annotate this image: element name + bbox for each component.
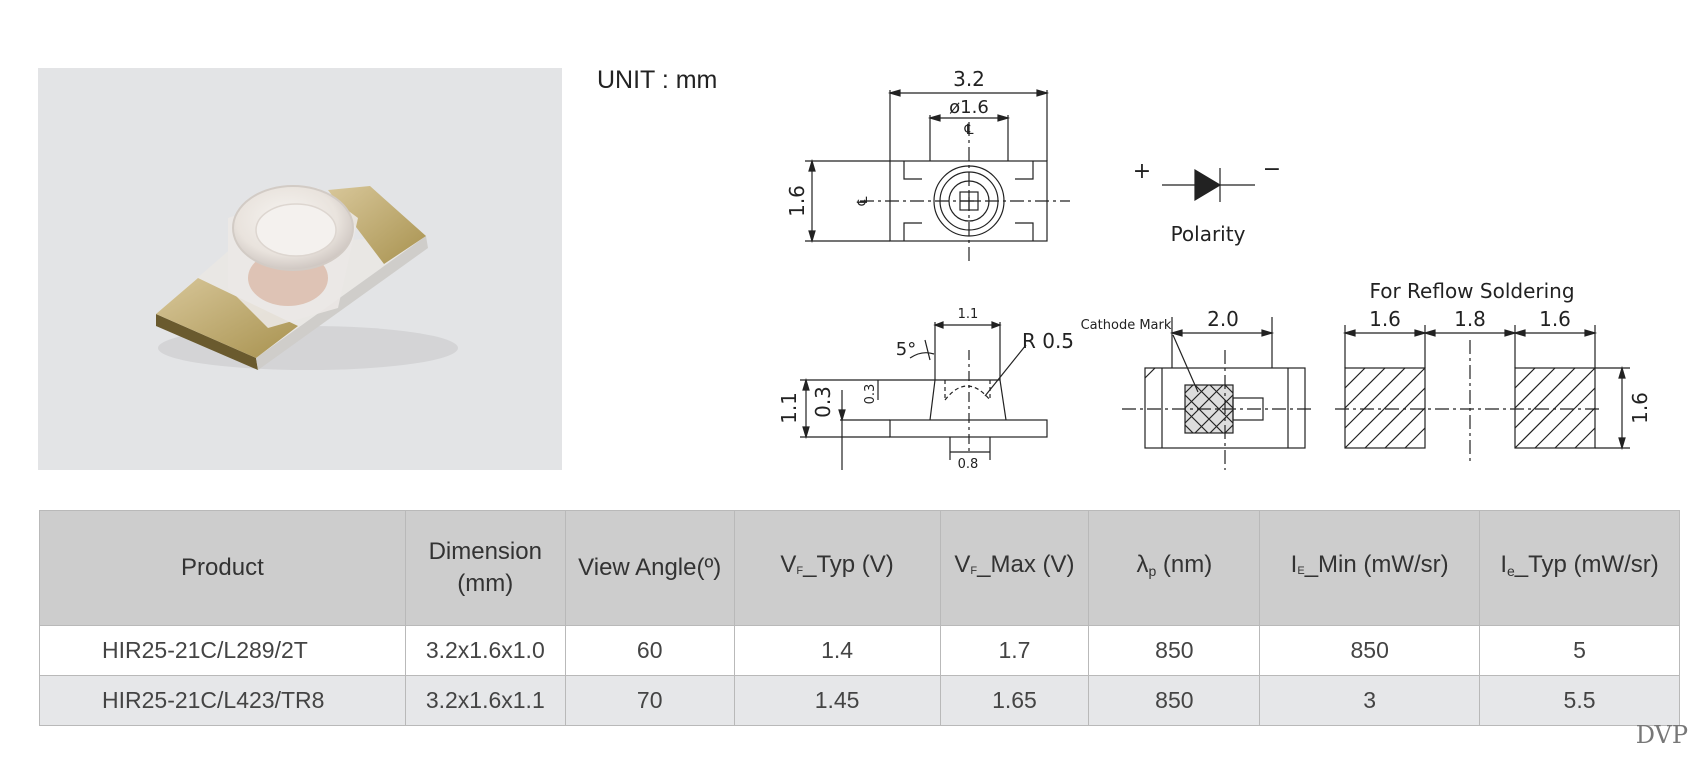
bottom-width-label: 2.0	[1207, 307, 1239, 331]
cell-vf-typ: 1.4	[733, 625, 941, 676]
polarity-label: Polarity	[1171, 222, 1246, 246]
side-view-drawing	[800, 321, 1048, 470]
centerline-mark: ℄	[964, 122, 974, 138]
cell-vf-typ: 1.45	[733, 675, 941, 726]
header-dimension: Dimension(mm)	[404, 510, 566, 626]
reflow-pad2-label: 1.6	[1539, 307, 1571, 331]
side-lens-height-label: 0.3	[811, 386, 835, 418]
lens-diameter-label: ø1.6	[949, 97, 989, 118]
cell-ie-min: 850	[1259, 625, 1481, 676]
centerline-mark-side: ℄	[855, 197, 871, 207]
table-header-row: Product Dimension(mm) View Angle(º) VF_T…	[39, 510, 1680, 626]
header-vf-max: VF_Max (V)	[939, 510, 1090, 626]
cell-vf-max: 1.7	[939, 625, 1090, 676]
cell-view-angle: 70	[564, 675, 735, 726]
header-ie-min: IE_Min (mW/sr)	[1259, 510, 1481, 626]
header-wavelength: λp (nm)	[1088, 510, 1261, 626]
side-small-height-label: 0.3	[863, 384, 878, 405]
top-height-label: 1.6	[785, 185, 809, 217]
table-row: HIR25-21C/L423/TR8 3.2x1.6x1.1 70 1.45 1…	[39, 675, 1680, 726]
top-view-drawing	[805, 89, 1070, 262]
cell-vf-max: 1.65	[939, 675, 1090, 726]
dimension-drawings: 3.2 ø1.6 ℄ ℄ 1.6 + − Polarity 1.1 5° R 0…	[777, 67, 1652, 472]
cathode-mark-label: Cathode Mark	[1081, 318, 1172, 333]
side-total-height-label: 1.1	[777, 392, 801, 424]
polarity-minus: −	[1263, 157, 1281, 182]
cell-ie-typ: 5.5	[1479, 675, 1680, 726]
cell-wavelength: 850	[1088, 675, 1261, 726]
reflow-pads-drawing	[1335, 325, 1630, 465]
cell-ie-min: 3	[1259, 675, 1481, 726]
side-angle-label: 5°	[896, 339, 916, 360]
side-radius-label: R 0.5	[1022, 329, 1074, 353]
reflow-height-label: 1.6	[1628, 392, 1652, 424]
cell-product: HIR25-21C/L289/2T	[39, 625, 406, 676]
footer-watermark: DVP	[1635, 721, 1688, 749]
cell-product: HIR25-21C/L423/TR8	[39, 675, 406, 726]
header-product: Product	[39, 510, 406, 626]
cell-view-angle: 60	[564, 625, 735, 676]
side-bottom-width-label: 0.8	[958, 457, 979, 472]
smd-led-illustration	[156, 185, 458, 370]
reflow-title: For Reflow Soldering	[1369, 279, 1574, 303]
reflow-gap-label: 1.8	[1454, 307, 1486, 331]
cell-ie-typ: 5	[1479, 625, 1680, 676]
polarity-plus: +	[1133, 159, 1151, 184]
header-vf-typ: VF_Typ (V)	[733, 510, 941, 626]
bottom-view-drawing	[1122, 317, 1312, 470]
header-view-angle: View Angle(º)	[564, 510, 735, 626]
cell-dimension: 3.2x1.6x1.1	[404, 675, 566, 726]
reflow-pad1-label: 1.6	[1369, 307, 1401, 331]
cell-dimension: 3.2x1.6x1.0	[404, 625, 566, 676]
cell-wavelength: 850	[1088, 625, 1261, 676]
table-row: HIR25-21C/L289/2T 3.2x1.6x1.0 60 1.4 1.7…	[39, 625, 1680, 676]
top-width-label: 3.2	[953, 67, 985, 91]
unit-label: UNIT : mm	[597, 66, 718, 94]
header-ie-typ: Ie_Typ (mW/sr)	[1479, 510, 1680, 626]
product-photo	[38, 68, 562, 470]
polarity-symbol	[1162, 168, 1255, 202]
side-top-width-label: 1.1	[958, 307, 979, 322]
spec-table: Product Dimension(mm) View Angle(º) VF_T…	[39, 510, 1680, 726]
